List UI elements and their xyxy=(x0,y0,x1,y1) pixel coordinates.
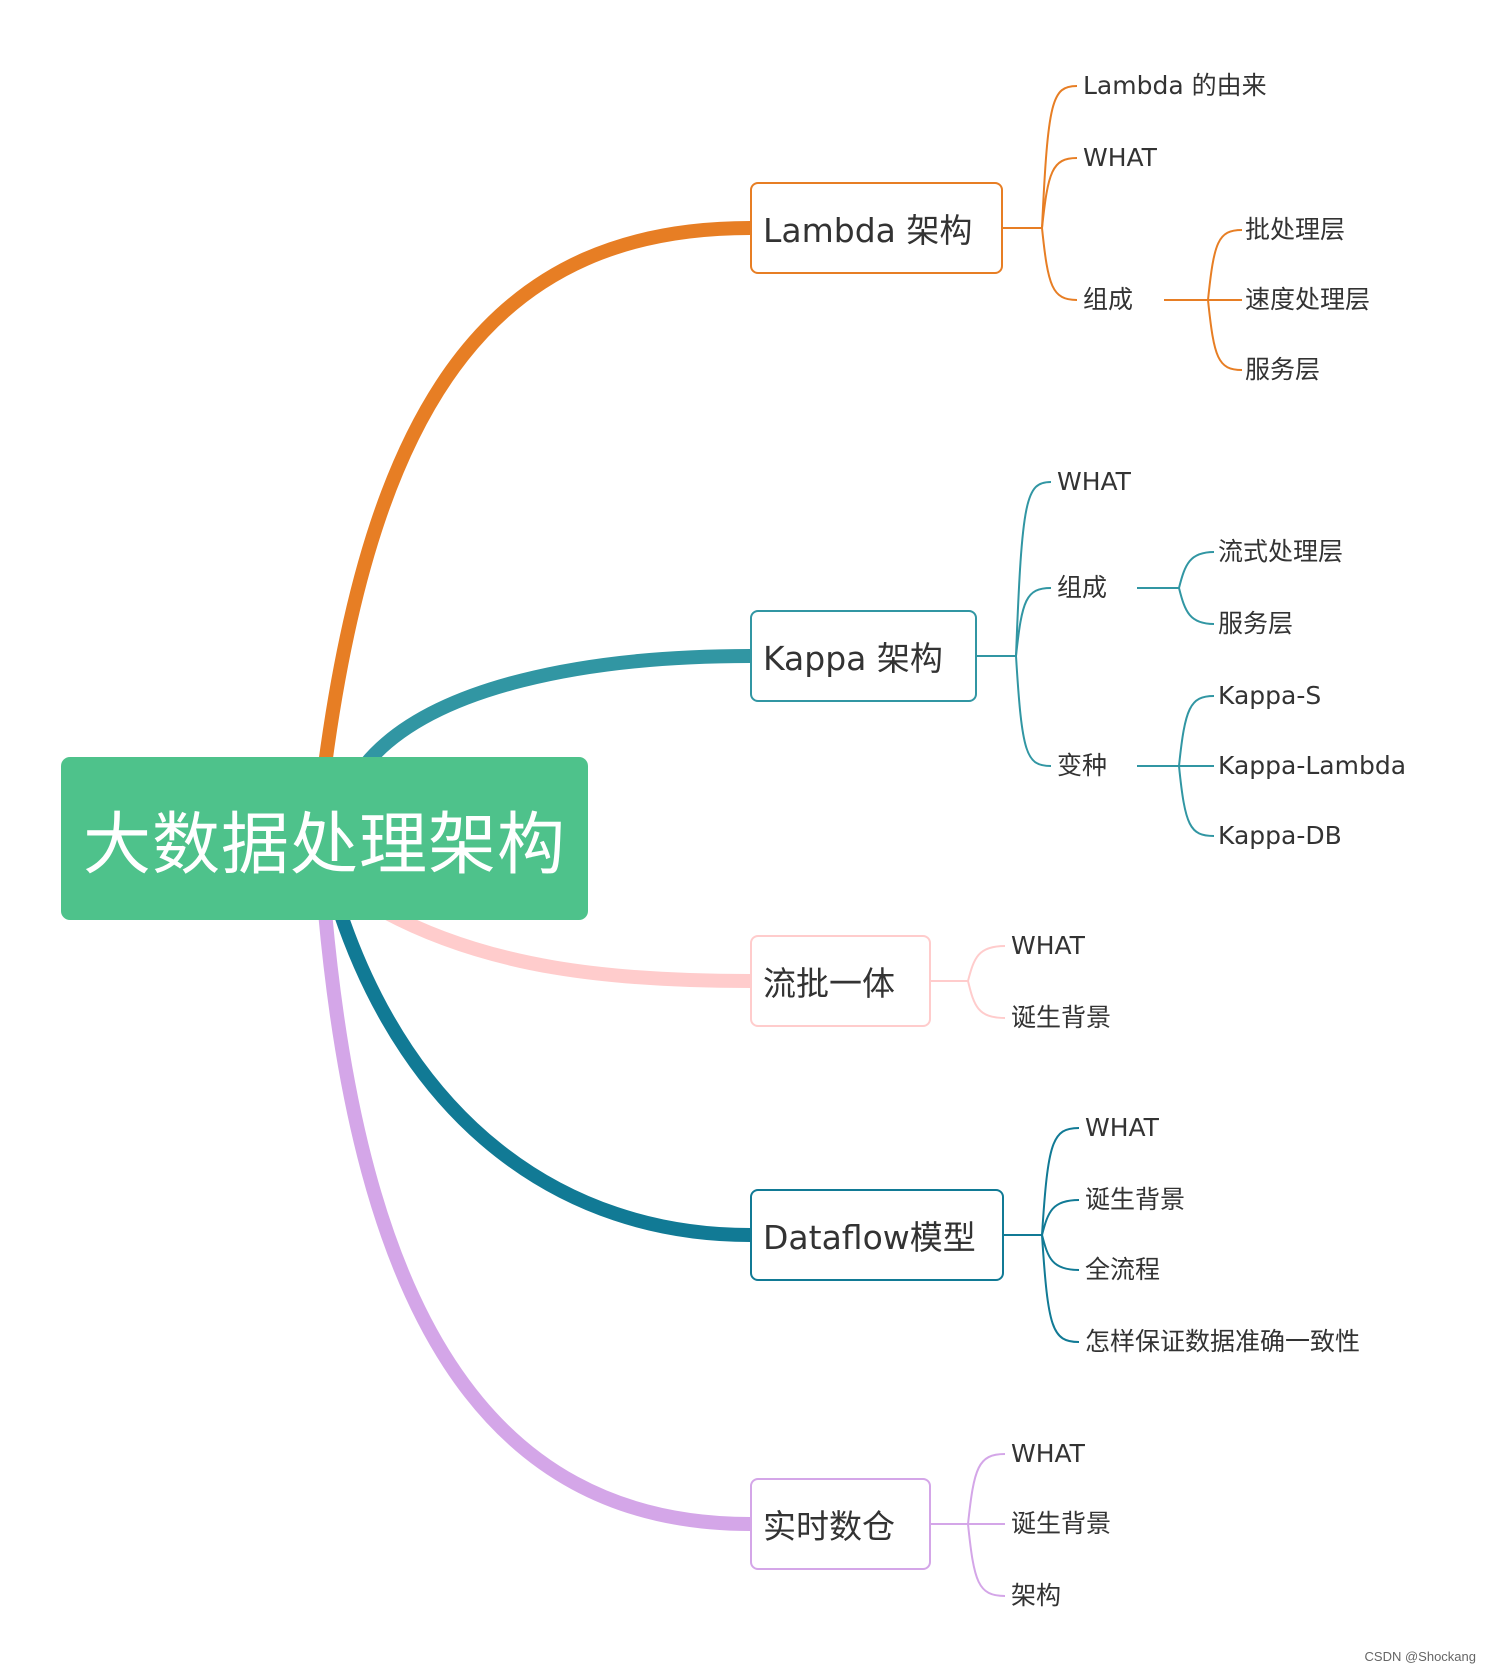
topic-realtime-label: 实时数仓 xyxy=(763,1507,895,1546)
kappa-serving-layer[interactable]: 服务层 xyxy=(1218,609,1294,638)
topic-kappa-label: Kappa 架构 xyxy=(763,639,943,678)
branch-line-dataflow xyxy=(333,909,751,1242)
kappa-lambda[interactable]: Kappa-Lambda xyxy=(1218,751,1407,780)
kappa-what[interactable]: WHAT xyxy=(1057,467,1131,496)
kappa-composition[interactable]: 组成 xyxy=(1057,573,1108,602)
topic-realtime[interactable]: 实时数仓 xyxy=(750,1478,931,1570)
topic-lambda[interactable]: Lambda 架构 xyxy=(750,182,1003,274)
lambda-origin[interactable]: Lambda 的由来 xyxy=(1083,71,1267,100)
lambda-what[interactable]: WHAT xyxy=(1083,143,1157,172)
dataflow-child-connectors xyxy=(1004,1127,1080,1343)
dataflow-what[interactable]: WHAT xyxy=(1085,1113,1159,1142)
stream-batch-what[interactable]: WHAT xyxy=(1011,931,1085,960)
topic-lambda-label: Lambda 架构 xyxy=(763,211,973,250)
branch-line-kappa xyxy=(359,649,751,770)
kappa-s[interactable]: Kappa-S xyxy=(1218,681,1322,710)
lambda-serving-layer[interactable]: 服务层 xyxy=(1245,355,1321,384)
lambda-child-connectors xyxy=(1003,85,1243,371)
kappa-db[interactable]: Kappa-DB xyxy=(1218,821,1342,850)
topic-dataflow-label: Dataflow模型 xyxy=(763,1218,976,1257)
realtime-background[interactable]: 诞生背景 xyxy=(1011,1509,1112,1538)
lambda-batch-layer[interactable]: 批处理层 xyxy=(1245,215,1346,244)
lambda-composition[interactable]: 组成 xyxy=(1083,285,1134,314)
kappa-stream-layer[interactable]: 流式处理层 xyxy=(1218,537,1344,566)
realtime-architecture[interactable]: 架构 xyxy=(1011,1581,1062,1610)
kappa-child-connectors xyxy=(977,481,1215,837)
root-node[interactable]: 大数据处理架构 xyxy=(61,757,588,920)
branch-line-lambda xyxy=(318,221,751,766)
stream-batch-background[interactable]: 诞生背景 xyxy=(1011,1003,1112,1032)
dataflow-consistency[interactable]: 怎样保证数据准确一致性 xyxy=(1085,1327,1361,1356)
realtime-child-connectors xyxy=(931,1453,1006,1597)
branch-line-stream-batch xyxy=(381,905,751,988)
dataflow-background[interactable]: 诞生背景 xyxy=(1085,1185,1186,1214)
topic-dataflow[interactable]: Dataflow模型 xyxy=(750,1189,1004,1281)
realtime-what[interactable]: WHAT xyxy=(1011,1439,1085,1468)
lambda-speed-layer[interactable]: 速度处理层 xyxy=(1245,285,1371,314)
kappa-variants[interactable]: 变种 xyxy=(1057,751,1108,780)
root-label: 大数据处理架构 xyxy=(82,806,566,885)
topic-stream-batch-label: 流批一体 xyxy=(763,964,895,1003)
dataflow-full-process[interactable]: 全流程 xyxy=(1085,1255,1161,1284)
topic-kappa[interactable]: Kappa 架构 xyxy=(750,610,977,702)
stream-batch-child-connectors xyxy=(931,945,1006,1019)
topic-stream-batch[interactable]: 流批一体 xyxy=(750,935,931,1027)
branch-line-realtime xyxy=(318,911,751,1531)
watermark: CSDN @Shockang xyxy=(1364,1649,1476,1664)
